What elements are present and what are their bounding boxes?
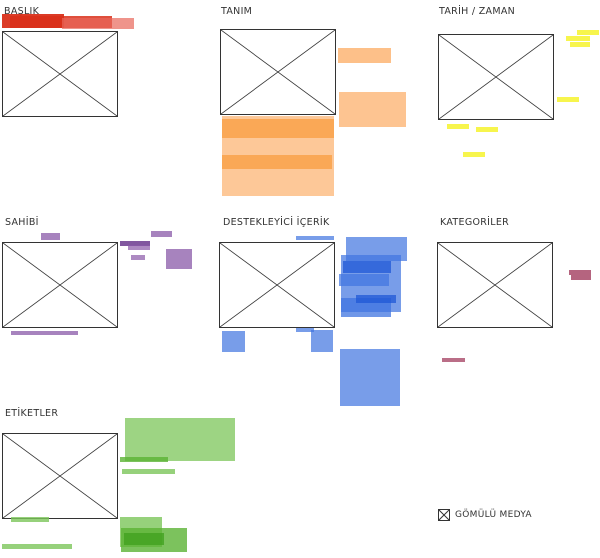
panel-title-sahibi: SAHİBİ (5, 217, 39, 228)
panel-title-destek: DESTEKLEYİCİ İÇERİK (223, 217, 330, 228)
media-placeholder-sahibi (2, 242, 118, 328)
highlight-sahibi (11, 331, 78, 335)
highlight-destek (339, 274, 389, 286)
media-placeholder-etiket (2, 433, 118, 519)
media-placeholder-tanim (220, 29, 336, 115)
highlight-kategori (442, 358, 465, 362)
highlight-destek (356, 295, 396, 303)
highlight-sahibi (166, 249, 192, 269)
panel-title-tarih: TARİH / ZAMAN (439, 6, 516, 17)
highlight-etiket (120, 457, 168, 462)
highlight-sahibi (120, 241, 150, 246)
media-placeholder-tarih (438, 34, 554, 120)
panel-title-tanim: TANIM (221, 6, 253, 17)
highlight-tarih (557, 97, 579, 102)
highlight-tanim (339, 92, 406, 127)
highlight-sahibi (131, 255, 145, 260)
highlight-etiket (2, 544, 72, 549)
highlight-tarih (566, 36, 590, 41)
highlight-destek (296, 328, 314, 332)
media-placeholder-baslik (2, 31, 118, 117)
highlight-etiket (125, 418, 235, 461)
highlight-etiket (122, 469, 175, 474)
highlight-kategori (569, 270, 591, 275)
media-placeholder-kategori (437, 242, 553, 328)
highlight-tarih (570, 42, 590, 47)
highlight-tarih (447, 124, 469, 129)
highlight-destek (222, 331, 245, 352)
highlight-tarih (577, 30, 599, 35)
media-placeholder-destek (219, 242, 335, 328)
highlight-destek (296, 236, 334, 240)
highlight-tarih (463, 152, 485, 157)
panel-title-kategori: KATEGORİLER (440, 217, 510, 228)
legend: GÖMÜLÜ MEDYA (438, 509, 532, 521)
highlight-tanim (222, 155, 332, 169)
highlight-tanim (338, 48, 391, 63)
highlight-baslik (62, 18, 134, 29)
highlight-sahibi (128, 245, 150, 250)
highlight-kategori (571, 275, 591, 280)
highlight-sahibi (41, 233, 60, 240)
panel-title-etiket: ETİKETLER (5, 408, 59, 419)
highlight-tarih (476, 127, 498, 132)
highlight-tanim (222, 119, 334, 138)
highlight-etiket (124, 533, 164, 545)
panel-title-baslik: BAŞLIK (4, 6, 40, 17)
legend-label: GÖMÜLÜ MEDYA (455, 510, 532, 520)
highlight-destek (343, 261, 391, 273)
highlight-destek (311, 330, 333, 352)
highlight-etiket (11, 517, 49, 522)
embedded-media-icon (438, 509, 450, 521)
highlight-destek (340, 349, 400, 406)
highlight-sahibi (151, 231, 172, 237)
